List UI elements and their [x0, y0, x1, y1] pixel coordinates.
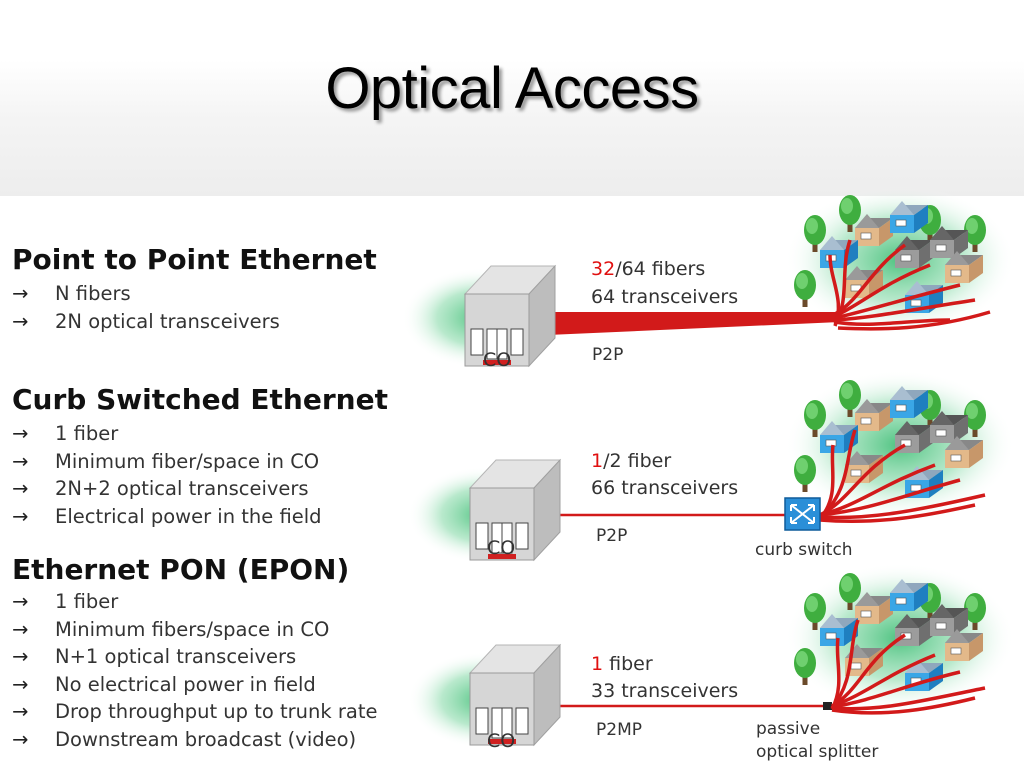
list-item: →2N optical transceivers — [12, 308, 280, 336]
curb-switch-label: curb switch — [755, 540, 853, 560]
list-item: →Drop throughput up to trunk rate — [12, 698, 378, 726]
arrow-right-icon: → — [12, 422, 29, 445]
heading-curb-switched: Curb Switched Ethernet — [12, 383, 388, 416]
list-item: →1 fiber — [12, 420, 322, 448]
link-label: P2P — [596, 526, 627, 546]
transceiver-count-label: 33 transceivers — [591, 680, 738, 702]
list-item: →Downstream broadcast (video) — [12, 726, 378, 754]
co-label: CO — [487, 537, 515, 559]
arrow-right-icon: → — [12, 477, 29, 500]
heading-point-to-point: Point to Point Ethernet — [12, 243, 377, 276]
list-item: →N fibers — [12, 280, 280, 308]
list-item: →2N+2 optical transceivers — [12, 475, 322, 503]
transceiver-count-label: 64 transceivers — [591, 286, 738, 308]
list-item: →Minimum fiber/space in CO — [12, 448, 322, 476]
arrow-right-icon: → — [12, 727, 29, 751]
list-item: →Electrical power in the field — [12, 503, 322, 531]
co-label: CO — [483, 349, 511, 371]
splitter-label-line1: passive — [756, 719, 820, 739]
fiber-count-label: 1/2 fiber — [591, 450, 671, 472]
slide-title: Optical Access — [325, 56, 699, 121]
fiber-bundle — [525, 312, 840, 336]
bullet-list-point-to-point: →N fibers →2N optical transceivers — [12, 280, 280, 335]
epon-diagram: CO P2MP 1 fiber 33 transceivers passive … — [408, 563, 1015, 762]
arrow-right-icon: → — [12, 672, 29, 696]
bullet-list-curb-switched: →1 fiber →Minimum fiber/space in CO →2N+… — [12, 420, 322, 530]
fiber-count-rest: /64 fibers — [615, 258, 705, 280]
link-label: P2MP — [596, 720, 642, 740]
arrow-right-icon: → — [12, 617, 29, 641]
fiber-count-highlight: 1 — [591, 653, 603, 675]
link-label: P2P — [592, 345, 623, 365]
arrow-right-icon: → — [12, 309, 29, 333]
transceiver-count-label: 66 transceivers — [591, 477, 738, 499]
arrow-right-icon: → — [12, 504, 29, 528]
fiber-drops — [818, 429, 986, 524]
heading-epon: Ethernet PON (EPON) — [12, 553, 350, 586]
arrow-right-icon: → — [12, 645, 29, 668]
fiber-drops — [828, 239, 991, 331]
p2p-diagram: CO P2P 32/64 fibers 64 transceivers — [402, 185, 1015, 371]
fiber-count-label: 1 fiber — [591, 653, 653, 675]
list-item: →No electrical power in field — [12, 671, 378, 699]
fiber-count-rest: /2 fiber — [603, 450, 671, 472]
title-banner: Optical Access — [0, 0, 1024, 196]
curb-switch-icon — [784, 497, 821, 531]
list-item: →Minimum fibers/space in CO — [12, 616, 378, 644]
arrow-right-icon: → — [12, 700, 29, 723]
fiber-count-label: 32/64 fibers — [591, 258, 705, 280]
co-label: CO — [487, 730, 515, 752]
fiber-count-rest: fiber — [603, 653, 653, 675]
list-item: →N+1 optical transceivers — [12, 643, 378, 671]
splitter-label-line2: optical splitter — [756, 742, 878, 762]
optical-splitter-icon — [823, 702, 832, 710]
list-item: →1 fiber — [12, 588, 378, 616]
arrow-right-icon: → — [12, 590, 29, 613]
arrow-right-icon: → — [12, 449, 29, 473]
bullet-list-epon: →1 fiber →Minimum fibers/space in CO →N+… — [12, 588, 378, 753]
arrow-right-icon: → — [12, 282, 29, 305]
fiber-drops — [830, 619, 986, 715]
fiber-count-highlight: 32 — [591, 258, 615, 280]
curb-switch-diagram: CO P2P 1/2 fiber 66 transceivers curb sw… — [408, 370, 1015, 563]
fiber-count-highlight: 1 — [591, 450, 603, 472]
